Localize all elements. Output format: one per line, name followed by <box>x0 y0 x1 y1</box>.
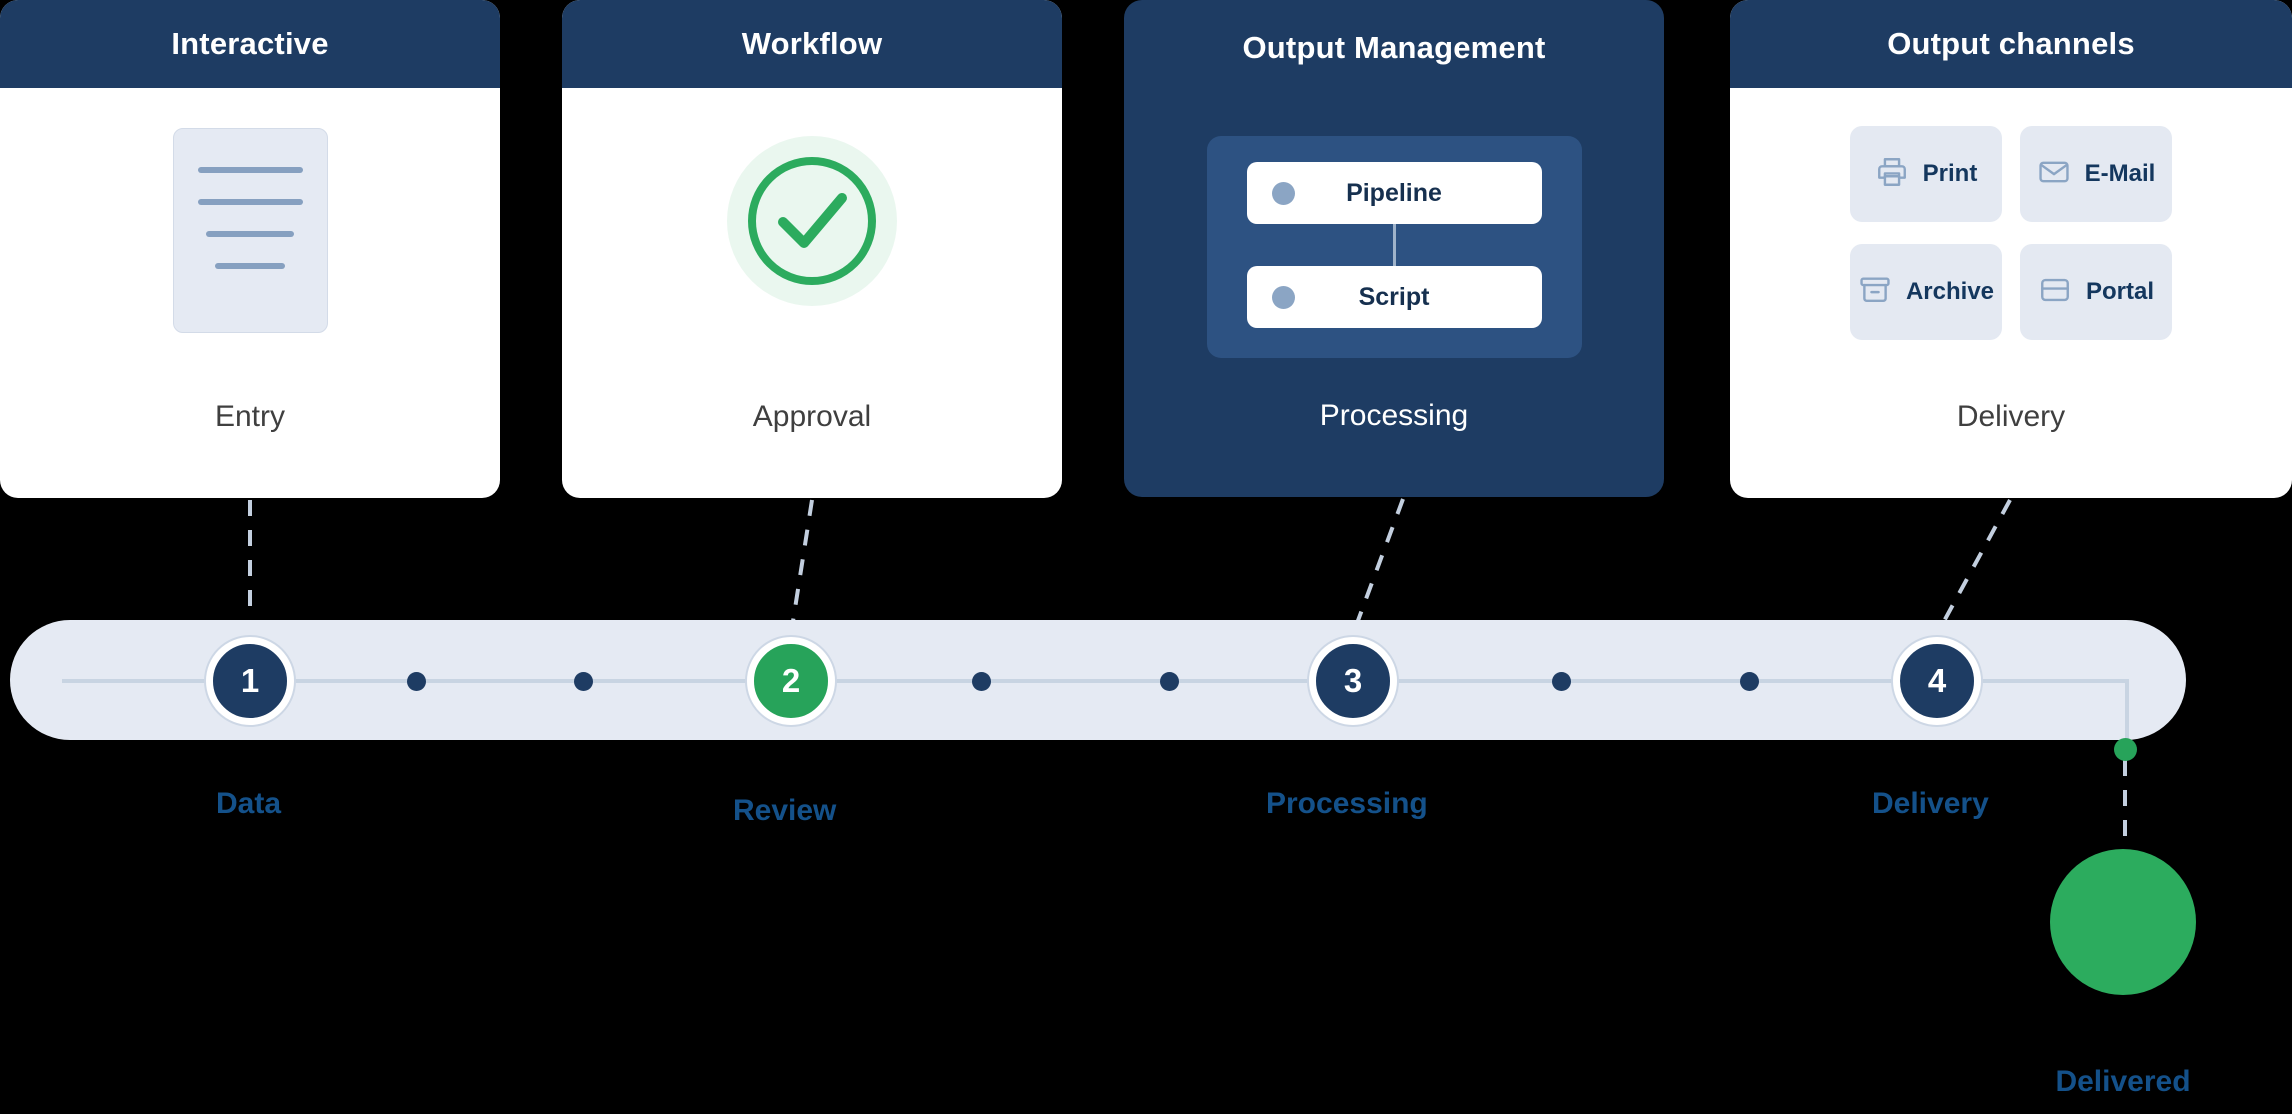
card-output-management-header: Output Management <box>1124 0 1664 96</box>
bullet-icon <box>1271 285 1295 309</box>
timeline-label-1: Data <box>216 787 282 820</box>
document-icon <box>172 128 328 333</box>
card-workflow-caption: Approval <box>752 400 872 433</box>
pipeline-row-script[interactable]: Script <box>1246 266 1542 328</box>
card-workflow[interactable]: Workflow Approval <box>562 0 1062 498</box>
document-line <box>197 167 303 173</box>
pipeline-row-pipeline[interactable]: Pipeline <box>1246 162 1542 224</box>
delivered-label: Delivered <box>2055 1065 2191 1098</box>
timeline-end-dot <box>2114 738 2137 761</box>
card-output-channels-caption: Delivery <box>1956 400 2066 433</box>
card-output-channels[interactable]: Output channels Print <box>1730 0 2292 498</box>
timeline-minor-marker <box>574 672 593 691</box>
card-output-channels-body: Print E-Mail <box>1730 88 2292 498</box>
card-workflow-body: Approval <box>562 88 1062 498</box>
printer-icon <box>1875 155 1909 194</box>
channel-label: Print <box>1922 160 1978 187</box>
card-output-channels-title: Output channels <box>1887 26 2135 61</box>
timeline-step-2[interactable]: 2 <box>747 637 835 725</box>
timeline-minor-marker <box>1160 672 1179 691</box>
timeline-track-drop <box>2125 679 2129 749</box>
channel-tile-print[interactable]: Print <box>1850 126 2002 222</box>
card-interactive-title: Interactive <box>171 26 329 61</box>
channel-label: E-Mail <box>2084 160 2156 187</box>
timeline-minor-marker <box>1552 672 1571 691</box>
pipeline-connector <box>1392 224 1396 266</box>
portal-card-icon <box>2038 273 2072 312</box>
timeline-step-3[interactable]: 3 <box>1309 637 1397 725</box>
channel-grid: Print E-Mail <box>1850 126 2172 340</box>
document-line <box>197 199 303 205</box>
timeline-minor-marker <box>972 672 991 691</box>
card-output-management-body: Pipeline Script Processing <box>1124 96 1664 497</box>
pipeline-panel: Pipeline Script <box>1206 136 1582 358</box>
timeline-minor-marker <box>407 672 426 691</box>
archive-box-icon <box>1858 273 1892 312</box>
timeline-label-3: Processing <box>1266 787 1428 820</box>
document-line <box>215 263 285 269</box>
envelope-icon <box>2037 155 2071 194</box>
channel-label: Archive <box>1905 278 1995 305</box>
timeline-label-4: Delivery <box>1872 787 1989 820</box>
timeline-step-4[interactable]: 4 <box>1893 637 1981 725</box>
channel-tile-archive[interactable]: Archive <box>1850 244 2002 340</box>
card-output-channels-header: Output channels <box>1730 0 2292 88</box>
card-output-management-title: Output Management <box>1242 30 1546 65</box>
card-interactive-caption: Entry <box>214 400 286 433</box>
channel-tile-email[interactable]: E-Mail <box>2020 126 2172 222</box>
pipeline-row-label: Pipeline <box>1346 178 1442 207</box>
card-workflow-header: Workflow <box>562 0 1062 88</box>
timeline-minor-marker <box>1740 672 1759 691</box>
card-workflow-title: Workflow <box>741 26 883 61</box>
timeline-track <box>62 679 2128 683</box>
channel-label: Portal <box>2085 278 2154 305</box>
card-output-management[interactable]: Output Management Pipeline Script Proces… <box>1124 0 1664 497</box>
check-circle-icon <box>727 136 897 306</box>
delivered-bubble[interactable] <box>2050 849 2196 995</box>
channel-tile-portal[interactable]: Portal <box>2020 244 2172 340</box>
card-output-management-caption: Processing <box>1319 399 1469 432</box>
connector-card3-step3 <box>1351 498 1405 635</box>
connector-card2-step2 <box>789 499 814 635</box>
card-interactive-body: Entry <box>0 88 500 498</box>
timeline-step-1[interactable]: 1 <box>206 637 294 725</box>
card-interactive[interactable]: Interactive Entry <box>0 0 500 498</box>
timeline-label-2: Review <box>733 794 837 827</box>
document-line <box>206 231 294 237</box>
connector-card4-step4 <box>1935 499 2012 635</box>
card-interactive-header: Interactive <box>0 0 500 88</box>
bullet-icon <box>1271 181 1295 205</box>
pipeline-row-label: Script <box>1358 282 1430 311</box>
